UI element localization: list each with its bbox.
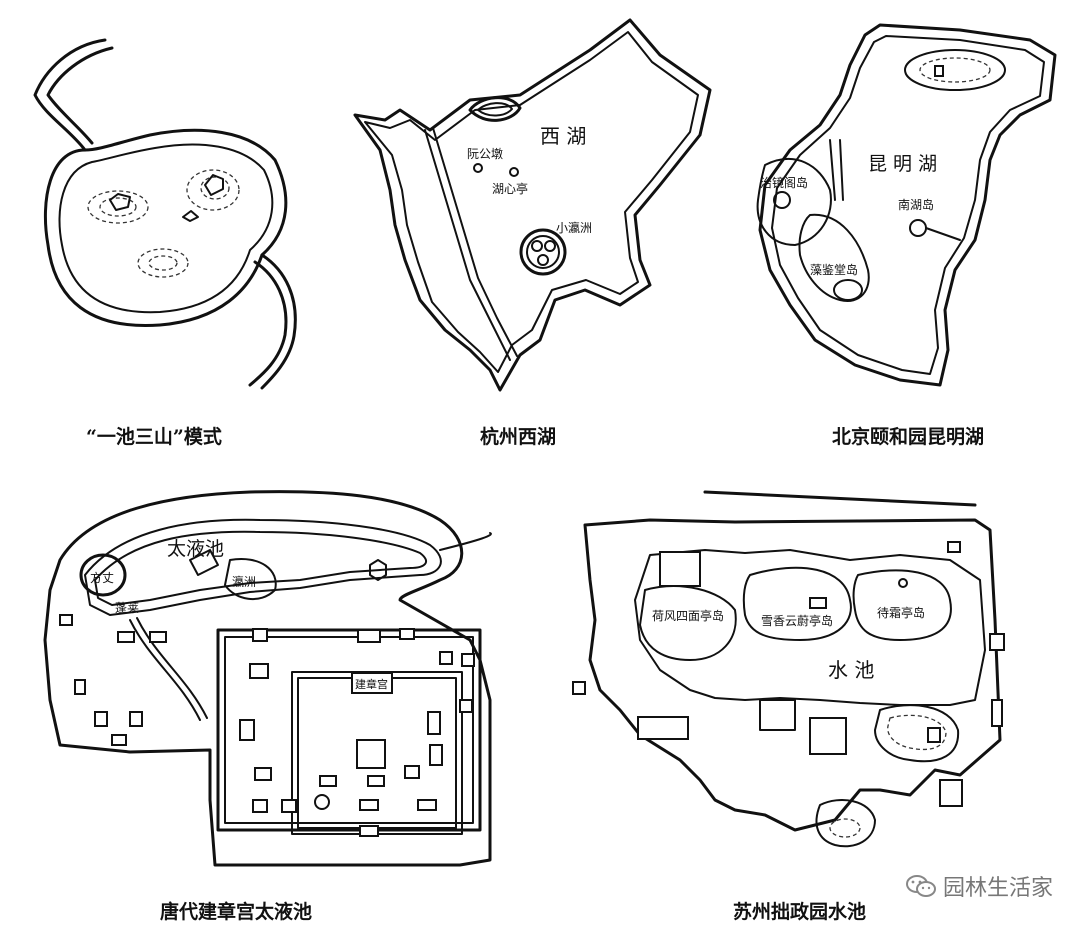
caption-zhuozheng-pond: 苏州拙政园水池 bbox=[733, 901, 867, 923]
label-west-lake: 西 湖 bbox=[540, 124, 586, 148]
caption-kunming-lake: 北京颐和园昆明湖 bbox=[832, 426, 985, 448]
label-nanhu-island: 南湖岛 bbox=[898, 197, 934, 212]
watermark-text: 园林生活家 bbox=[943, 876, 1054, 901]
label-hefeng-simianting-island: 荷风四面亭岛 bbox=[652, 608, 724, 623]
label-xuexiang-yunweiting-island: 雪香云蔚亭岛 bbox=[761, 613, 833, 628]
watermark: 园林生活家 bbox=[905, 870, 1053, 902]
caption-west-lake: 杭州西湖 bbox=[480, 426, 557, 448]
label-ruangongdun: 阮公墩 bbox=[467, 147, 503, 161]
label-daishuangting-island: 待霜亭岛 bbox=[877, 605, 925, 620]
label-kunming-lake: 昆 明 湖 bbox=[868, 153, 937, 175]
panel-west-lake bbox=[353, 18, 712, 392]
panel-kunming-lake bbox=[756, 23, 1057, 387]
label-zaojiantang-island: 藻鉴堂岛 bbox=[810, 262, 858, 277]
caption-one-pond-three-mountains: “一池三山”模式 bbox=[86, 426, 222, 448]
caption-taiye-pond: 唐代建章宫太液池 bbox=[160, 901, 313, 923]
label-taiye-pond: 太液池 bbox=[167, 538, 224, 560]
label-fangzhang: 方丈 bbox=[90, 570, 114, 585]
panel-one-pond-three-mountains bbox=[33, 38, 297, 390]
label-xiaoyingzhou: 小瀛洲 bbox=[556, 220, 592, 235]
label-jianzhang-palace: 建章宫 bbox=[355, 677, 388, 691]
label-water-pond: 水 池 bbox=[828, 658, 874, 682]
label-yingzhou: 瀛洲 bbox=[232, 574, 256, 589]
label-huxinting: 湖心亭 bbox=[492, 181, 528, 196]
wechat-icon bbox=[906, 875, 936, 897]
label-penglai: 蓬莱 bbox=[115, 601, 139, 615]
panel-zhuozheng-garden bbox=[572, 490, 1005, 848]
panel-taiye-pond bbox=[43, 490, 492, 867]
label-zhijingge-island: 治镜阁岛 bbox=[760, 175, 808, 190]
